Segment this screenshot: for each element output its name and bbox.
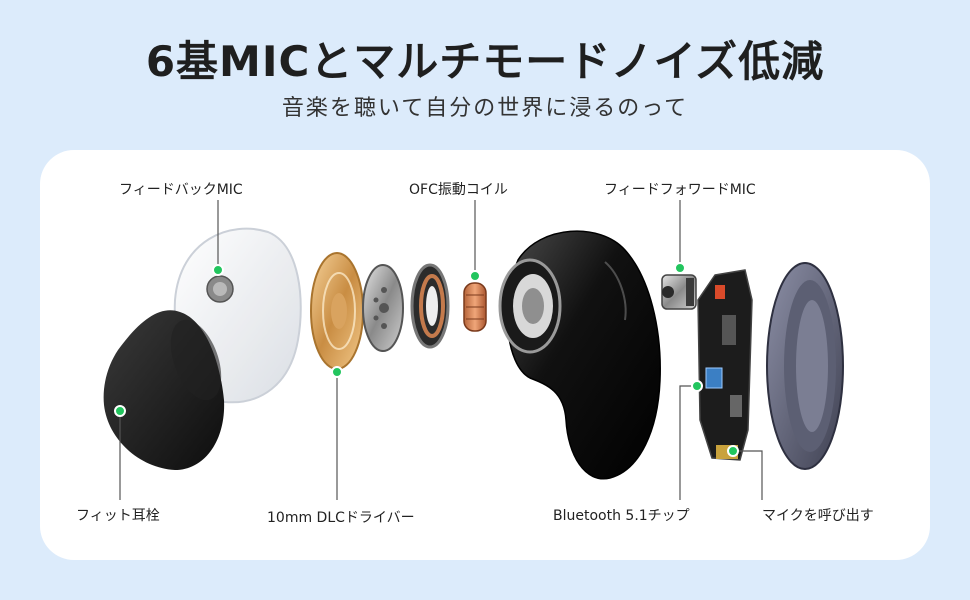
page-subtitle: 音楽を聴いて自分の世界に浸るのって [281,96,689,121]
label-driver: 10mm DLCドライバー [267,510,415,526]
feedforward-mic-image [661,274,697,310]
marker-driver [331,366,343,378]
leader-lines [119,200,763,500]
label-eartip: フィット耳栓 [76,508,160,524]
marker-ofc-coil [469,270,481,282]
magnet-plate-image [362,264,404,352]
marker-mic-call [727,445,739,457]
label-ofc-coil: OFC振動コイル [409,182,508,198]
label-feedforward-mic: フィードフォワードMIC [604,182,756,198]
label-mic-call: マイクを呼び出す [762,508,874,524]
ofc-coil-image [463,282,487,332]
markers [114,262,739,457]
pcb-board-image [697,269,753,461]
frame-ring-image [410,263,450,349]
marker-feedback-mic [212,264,224,276]
earbud-body-image [498,230,661,480]
label-feedback-mic: フィードバックMIC [119,182,243,198]
page-title: 6基MICとマルチモードノイズ低減 [145,37,825,86]
marker-feedforward-mic [674,262,686,274]
driver-image [310,252,364,370]
marker-bluetooth-chip [691,380,703,392]
marker-eartip [114,405,126,417]
outer-shell-image [766,262,844,470]
label-bluetooth-chip: Bluetooth 5.1チップ [553,508,690,524]
eartip-image [103,310,225,470]
